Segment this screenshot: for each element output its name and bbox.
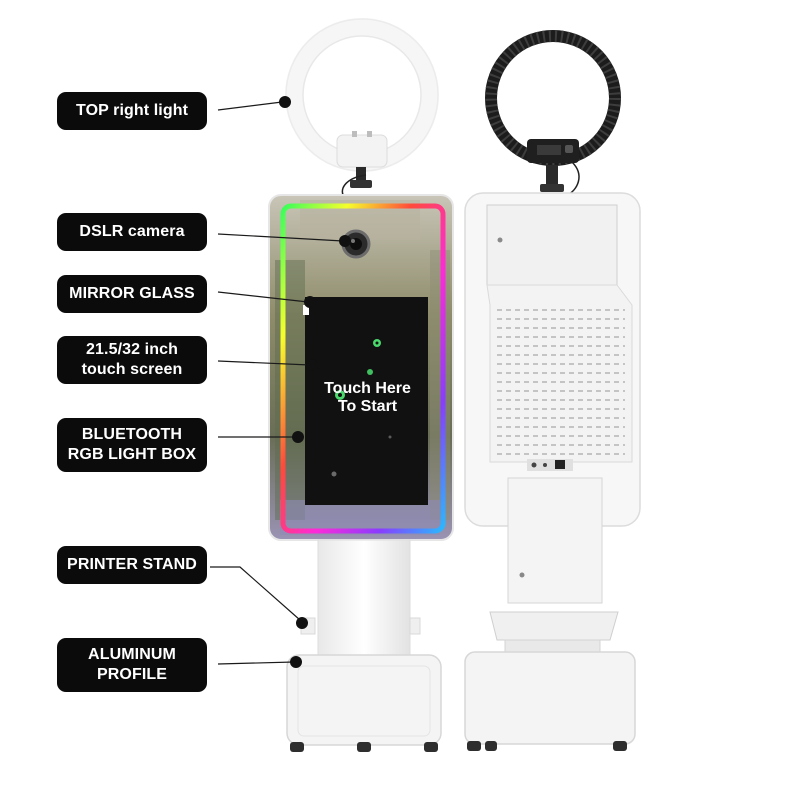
front-touch-screen-area [305, 297, 428, 505]
front-base [286, 654, 442, 746]
back-booth [464, 30, 641, 751]
label-rgb-light-box: BLUETOOTH RGB LIGHT BOX [57, 418, 207, 472]
front-booth [268, 18, 454, 752]
rgb-light-border [280, 203, 446, 534]
label-line: RGB LIGHT BOX [67, 446, 197, 463]
label-line: MIRROR GLASS [69, 285, 195, 302]
back-printer-cabinet [507, 477, 603, 604]
label-line: BLUETOOTH [81, 426, 183, 443]
label-aluminum-profile: ALUMINUM PROFILE [57, 638, 207, 692]
label-line: PROFILE [96, 666, 168, 683]
label-line: TOP right light [75, 102, 188, 119]
label-line: PRINTER STAND [67, 556, 197, 573]
label-top-right-light: TOP right light [57, 92, 207, 130]
callout-leaders [210, 101, 344, 665]
label-line: ALUMINUM [88, 646, 176, 663]
label-dslr-camera: DSLR camera [57, 213, 207, 251]
callout-dots [279, 96, 351, 668]
label-printer-stand: PRINTER STAND [57, 546, 207, 584]
label-line: DSLR camera [79, 223, 185, 240]
label-touch-screen: 21.5/32 inch touch screen [57, 336, 207, 384]
label-mirror-glass: MIRROR GLASS [57, 275, 207, 313]
label-line: touch screen [81, 361, 183, 378]
back-base [464, 651, 636, 745]
label-line: 21.5/32 inch [86, 341, 178, 358]
touch-screen-line: To Start [337, 398, 398, 415]
touch-screen-prompt[interactable]: Touch Here To Start [305, 380, 430, 416]
touch-screen-line: Touch Here [324, 380, 411, 397]
